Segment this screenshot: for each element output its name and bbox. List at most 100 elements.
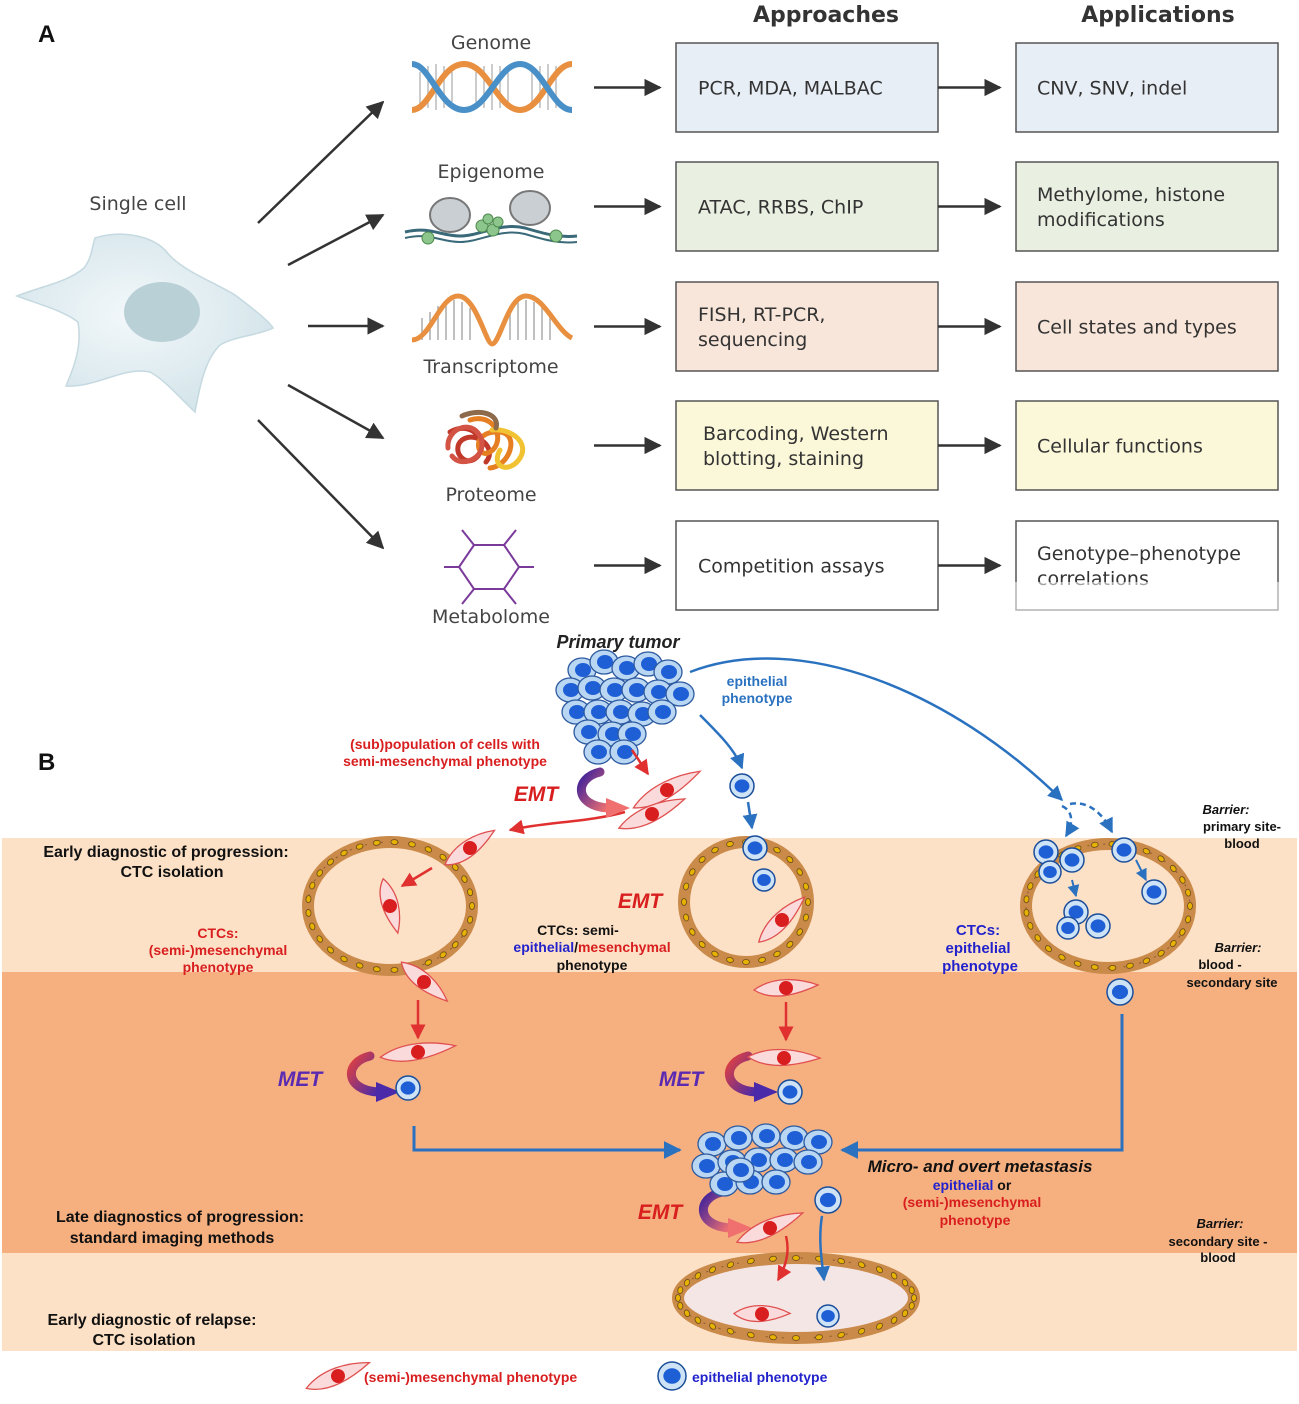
epithelial-phenotype-top-2: phenotype <box>722 690 793 706</box>
ctcs-semi-mesenchymal: mesenchymal <box>578 939 671 955</box>
metastasis-cell <box>779 1125 809 1151</box>
early-dx-relapse-1: Early diagnostic of relapse: <box>48 1312 257 1329</box>
emt-label-top: EMT <box>514 783 561 806</box>
epithelial-cell-right-7 <box>1085 913 1111 939</box>
omics-label-transcriptome: Transcriptome <box>422 356 558 378</box>
faded-overlay <box>990 582 1290 612</box>
nucleus-icon <box>124 282 200 342</box>
metastasis-epithelial: epithelial <box>933 1177 994 1193</box>
application-text: Cellular functions <box>1037 436 1203 458</box>
arrow-dashed-2 <box>1069 802 1114 834</box>
metastasis-or: or <box>993 1177 1011 1193</box>
cell-to-omics-arrows <box>257 100 385 550</box>
ctcs-semi-epithelial: epithelial <box>513 939 574 955</box>
late-dx-1: Late diagnostics of progression: <box>56 1209 304 1226</box>
nucleosome-icon <box>404 190 578 245</box>
cells <box>305 770 1167 1391</box>
legend-epithelial-icon <box>657 1361 687 1391</box>
mesenchymal-cell-tumor-2 <box>617 798 687 830</box>
application-box <box>1015 400 1279 491</box>
tumor-cell <box>599 677 629 703</box>
arrow-epithelial-to-right-vessel <box>689 657 1064 802</box>
metastasis-cell <box>725 1157 755 1183</box>
approach-text: FISH, RT-PCR, <box>698 304 825 326</box>
single-cell-label: Single cell <box>89 193 186 215</box>
panel-a: A Approaches Applications Single cell Ge… <box>14 3 1290 628</box>
omics-label-metabolome: Metabolome <box>432 606 550 628</box>
epithelial-cell-migrating <box>729 773 755 799</box>
metastasis-mesenchymal-1: (semi-)mesenchymal <box>903 1194 1042 1210</box>
approach-text: PCR, MDA, MALBAC <box>698 78 883 100</box>
mesenchymal-cell-left-vessel <box>379 877 401 935</box>
panel-a-label: A <box>38 21 55 48</box>
emt-label-bottom: EMT <box>638 1201 685 1224</box>
emt-arrow-bottom <box>699 1187 752 1238</box>
panel-b-label: B <box>38 749 55 776</box>
tumor-cell <box>583 699 613 725</box>
epithelial-cell-metastasis-out <box>814 1186 842 1214</box>
epithelial-cell-middle-top <box>742 835 768 861</box>
ctcs-semi-slash: / <box>574 939 578 955</box>
applications-header: Applications <box>1081 3 1234 28</box>
arrow-tumor-to-middle-cell <box>699 714 745 770</box>
mesenchymal-cell-metastasis-out <box>735 1212 805 1244</box>
mesenchymal-cell-middle-vessel <box>757 895 806 943</box>
tumor-cell <box>561 699 591 725</box>
omics-label-genome: Genome <box>451 32 531 54</box>
application-box <box>1015 42 1279 133</box>
legend: (semi-)mesenchymal phenotype epithelial … <box>364 1369 828 1385</box>
row-2: FISH, RT-PCR, sequencing Cell states and t… <box>594 281 1279 372</box>
barrier-blood-1: blood - <box>1198 957 1241 972</box>
ctcs-mesenchymal-2: (semi-)mesenchymal <box>149 942 288 958</box>
metastasis-cell <box>723 1125 753 1151</box>
tumor-cell <box>647 699 677 725</box>
subpopulation-label-1: (sub)population of cells with <box>350 736 540 752</box>
approach-text: Barcoding, Western <box>703 423 889 445</box>
metastasis-title: Micro- and overt metastasis <box>868 1157 1093 1176</box>
early-dx-progression-1: Early diagnostic of progression: <box>43 844 288 861</box>
application-text: CNV, SNV, indel <box>1037 78 1187 100</box>
epithelial-cell-left-met <box>395 1075 421 1101</box>
arrow-left-to-metastasis <box>412 1126 682 1159</box>
ctcs-epithelial-2: epithelial <box>945 940 1010 957</box>
late-dx-2: standard imaging methods <box>70 1230 275 1247</box>
rna-strand-icon <box>411 293 574 347</box>
metastasis-cell <box>697 1131 727 1157</box>
application-text: Genotype–phenotype <box>1037 543 1241 565</box>
arrow-right-to-metastasis <box>840 1014 1124 1159</box>
epithelial-cell-right-band <box>1106 978 1134 1006</box>
approach-text: sequencing <box>698 329 807 351</box>
tumor-cell <box>621 677 651 703</box>
barrier-secondary-2: blood <box>1200 1250 1235 1265</box>
epithelial-cell-right-8 <box>1141 879 1167 905</box>
epithelial-cell-right-6 <box>1056 916 1080 940</box>
barrier-primary-title: Barrier: <box>1203 802 1250 817</box>
tumor-cell <box>611 655 641 681</box>
approach-box <box>675 281 939 372</box>
ctcs-mesenchymal-1: CTCs: <box>197 925 238 941</box>
tumor-cell <box>609 739 639 765</box>
row-0: PCR, MDA, MALBAC CNV, SNV, indel <box>594 42 1279 133</box>
metastasis-line1: epithelial or <box>933 1177 1012 1193</box>
epithelial-cell-right-3 <box>1038 860 1062 884</box>
arrow-dashed-1 <box>1061 804 1080 838</box>
application-box <box>1015 161 1279 252</box>
ctcs-epithelial-1: CTCs: <box>956 922 1000 939</box>
mesenchymal-cell-left-band <box>400 961 449 1003</box>
barrier-primary-2: blood <box>1224 836 1259 851</box>
application-text: Cell states and types <box>1037 317 1237 339</box>
omics-label-epigenome: Epigenome <box>438 161 545 183</box>
epithelial-cell-middle-met <box>777 1079 803 1105</box>
met-label-middle: MET <box>659 1068 706 1091</box>
met-arrow-middle <box>725 1051 778 1102</box>
approach-box <box>675 161 939 252</box>
met-arrow-left <box>347 1051 400 1102</box>
arrow-left-vessel-1 <box>400 866 433 888</box>
epithelial-cell-middle-vessel <box>752 868 776 892</box>
approach-text: Competition assays <box>698 556 885 578</box>
epithelial-cell-right-4 <box>1111 837 1137 863</box>
primary-tumor-title: Primary tumor <box>556 632 680 652</box>
epithelial-cell-relapse <box>816 1304 840 1328</box>
